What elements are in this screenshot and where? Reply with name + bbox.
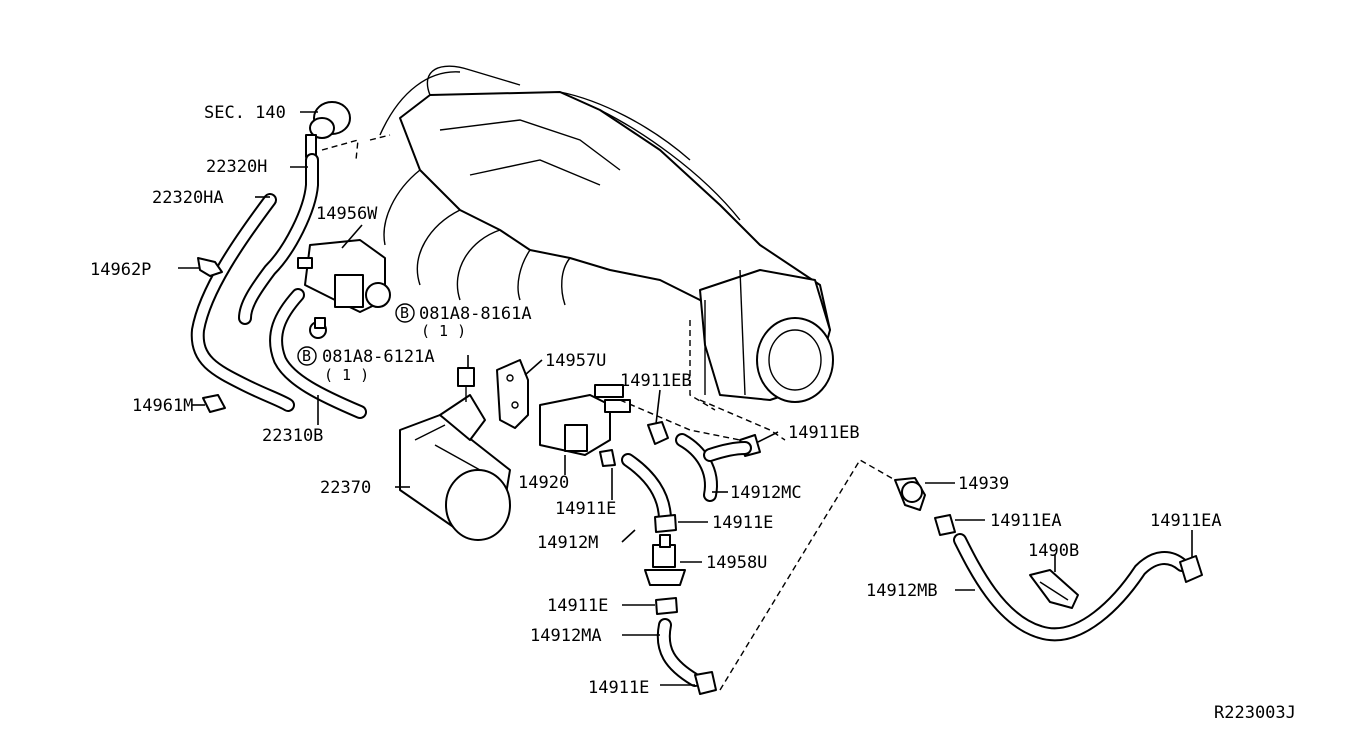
label-14912ma: 14912MA xyxy=(530,626,602,646)
clip-14911e-a xyxy=(599,449,616,467)
label-14956w: 14956W xyxy=(316,204,378,224)
intake-manifold xyxy=(379,65,834,411)
clip-14911e-c xyxy=(655,597,678,615)
bolt-part-1: 081A8-8161A xyxy=(419,304,532,324)
label-14911e-b: 14911E xyxy=(712,513,773,533)
label-14912mc: 14912MC xyxy=(730,483,802,503)
solenoid-valve-14956w xyxy=(297,239,391,339)
hose-14912mb xyxy=(953,533,1189,642)
hose-14912ma xyxy=(656,618,702,687)
label-22320ha: 22320HA xyxy=(152,188,224,208)
hose-14912m xyxy=(621,453,672,527)
clip-14911ea-a xyxy=(934,514,956,536)
clip-14962p xyxy=(197,257,223,277)
bolt-marker-2: B xyxy=(302,347,311,365)
bolt-qty-2: ( 1 ) xyxy=(324,366,369,384)
solenoid-valve-14920 xyxy=(539,384,631,456)
vacuum-connector xyxy=(305,101,351,158)
label-14911e-c: 14911E xyxy=(547,596,608,616)
label-14912mb: 14912MB xyxy=(866,581,938,601)
leader-lines xyxy=(178,111,1193,686)
hose-22310b xyxy=(269,288,367,419)
label-14957u: 14957U xyxy=(545,351,606,371)
label-14911ea-b: 14911EA xyxy=(1150,511,1222,531)
label-14961m: 14961M xyxy=(132,396,193,416)
bolt-callout-2: B 081A8-6121A ( 1 ) xyxy=(297,346,435,384)
bolt-marker-1: B xyxy=(400,304,409,322)
label-14911e-a: 14911E xyxy=(555,499,616,519)
clip-14911eb-a xyxy=(647,421,669,445)
clip-14911e-b xyxy=(654,514,677,533)
hose-22320ha xyxy=(190,193,295,412)
drawing-code: R223003J xyxy=(1214,703,1296,723)
valve-14958u xyxy=(644,534,686,586)
valve-14939 xyxy=(894,477,926,511)
label-1490b: 1490B xyxy=(1028,541,1079,561)
bolt-qty-1: ( 1 ) xyxy=(421,322,466,340)
hose-14912mc xyxy=(675,433,752,502)
label-14911ea-a: 14911EA xyxy=(990,511,1062,531)
canister-22370 xyxy=(399,367,511,541)
label-sec-140: SEC. 140 xyxy=(204,103,286,123)
label-14920: 14920 xyxy=(518,473,569,493)
clamp-1490b xyxy=(1029,569,1079,609)
label-22320h: 22320H xyxy=(206,157,267,177)
bracket-14957u xyxy=(496,359,529,429)
clip-14961m xyxy=(202,394,226,413)
label-14958u: 14958U xyxy=(706,553,767,573)
label-14911e-d: 14911E xyxy=(588,678,649,698)
label-14939: 14939 xyxy=(958,474,1009,494)
bolt-part-2: 081A8-6121A xyxy=(322,347,435,367)
label-14911eb-a: 14911EB xyxy=(620,371,692,391)
clip-14911ea-b xyxy=(1179,555,1203,583)
label-14911eb-b: 14911EB xyxy=(788,423,860,443)
bolt-callout-1: B 081A8-8161A ( 1 ) xyxy=(395,303,532,340)
label-22310b: 22310B xyxy=(262,426,323,446)
clip-14911e-d xyxy=(694,671,717,695)
label-14962p: 14962P xyxy=(90,260,151,280)
label-22370: 22370 xyxy=(320,478,371,498)
hose-22320h xyxy=(238,153,319,325)
label-14912m: 14912M xyxy=(537,533,598,553)
